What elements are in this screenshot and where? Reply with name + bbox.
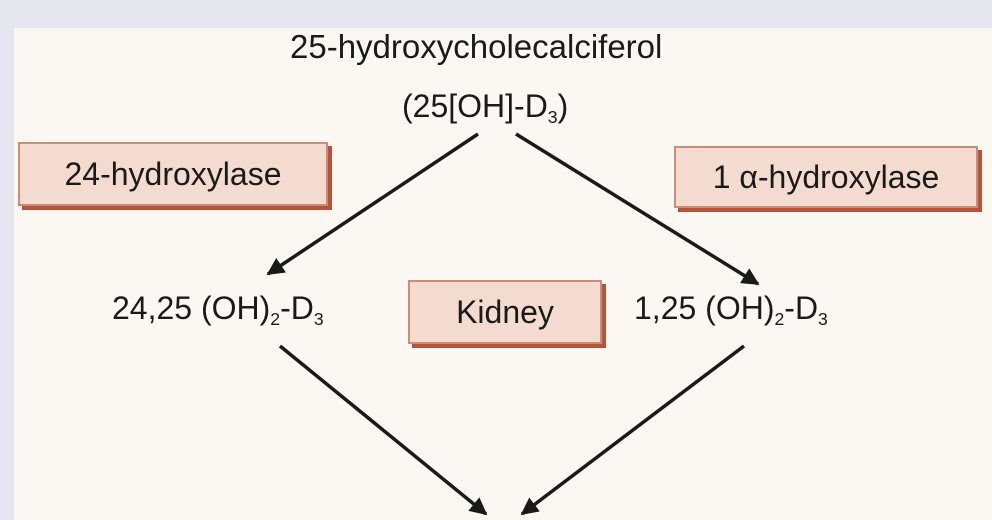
organ-box-kidney: Kidney [408, 280, 602, 344]
top-compound-name: 25-hydroxycholecalciferol [290, 28, 663, 65]
product-right: 1,25 (OH)2-D3 [634, 290, 828, 330]
diagram-panel [14, 28, 992, 520]
top-compound-formula: (25[OH]-D3) [402, 88, 569, 126]
enzyme-label-left: 24-hydroxylase [64, 156, 282, 192]
alpha-symbol: α [739, 159, 758, 195]
formula-end: ) [557, 88, 569, 124]
enzyme-box-1-alpha-hydroxylase: 1 α-hydroxylase [674, 146, 978, 208]
arrow-top-to-left [266, 132, 479, 276]
arrow-left-to-bottom [278, 344, 488, 516]
enzyme-box-24-hydroxylase: 24-hydroxylase [18, 142, 328, 206]
formula-subscript: 3 [547, 107, 558, 128]
organ-label: Kidney [456, 294, 554, 330]
enzyme-label-right: 1 α-hydroxylase [712, 159, 940, 195]
arrow-top-to-right [515, 132, 760, 286]
product-left: 24,25 (OH)2-D3 [112, 290, 324, 330]
formula-main: (25[OH]-D [402, 88, 548, 124]
arrow-right-to-bottom [520, 344, 746, 516]
